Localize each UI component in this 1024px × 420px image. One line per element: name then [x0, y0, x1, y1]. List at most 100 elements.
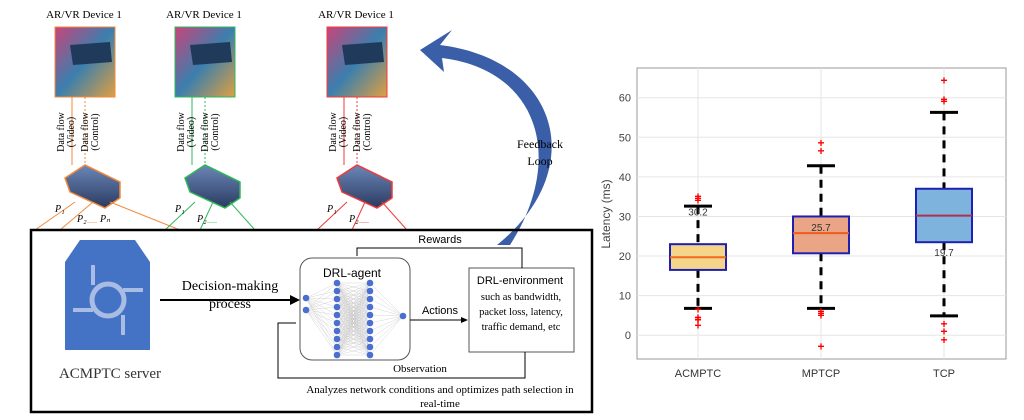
- nn-node: [366, 295, 374, 303]
- nn-edge: [336, 314, 371, 356]
- actions-label: Actions: [422, 305, 459, 317]
- rewards-label: Rewards: [418, 234, 462, 246]
- outlier-marker: +: [694, 312, 701, 326]
- outlier-marker: +: [694, 194, 701, 208]
- env-line: such as bandwidth,: [481, 292, 561, 303]
- nn-edge: [305, 309, 338, 324]
- data-flow-label: Data flow: [352, 111, 363, 151]
- network-switch-icon: [336, 164, 393, 209]
- nn-node: [366, 327, 374, 335]
- nn-edge: [336, 282, 371, 356]
- nn-node: [333, 303, 341, 311]
- nn-edge: [336, 298, 371, 356]
- nn-edge: [369, 306, 404, 317]
- path-ellipsis: .....: [87, 216, 97, 225]
- acmptc-system-box: [29, 228, 594, 414]
- path-ellipsis: .....: [207, 216, 217, 225]
- nn-edge: [369, 315, 404, 332]
- feedback-loop-arrow: [420, 30, 552, 245]
- outlier-marker: +: [694, 313, 701, 327]
- nn-edge: [336, 330, 371, 356]
- y-tick-label: 10: [619, 291, 631, 303]
- nn-node: [366, 343, 374, 351]
- data-flow-label: (Control): [362, 113, 373, 150]
- nn-edge: [336, 282, 371, 332]
- data-flow-label: (Control): [90, 113, 101, 150]
- nn-edge: [336, 282, 371, 324]
- nn-node: [333, 295, 341, 303]
- drl-environment-box: [468, 267, 575, 353]
- path-label: P₂: [76, 214, 87, 225]
- outlier-marker: +: [694, 192, 701, 206]
- nn-edge: [305, 309, 338, 348]
- nn-node: [333, 351, 341, 359]
- nn-edge: [336, 282, 371, 300]
- outlier-marker: +: [817, 306, 824, 320]
- neural-network-icon: [302, 279, 407, 359]
- nn-node: [333, 287, 341, 295]
- nn-edge: [305, 297, 338, 316]
- data-flow-label: (Video): [66, 117, 77, 148]
- nn-node: [333, 319, 341, 327]
- nn-edge: [369, 315, 404, 356]
- device-title: AR/VR Device 1: [46, 9, 122, 21]
- acmptc-server-icon: [65, 240, 150, 350]
- nn-edge: [305, 297, 338, 348]
- data-flow-label: (Video): [186, 117, 197, 148]
- nn-edge: [336, 338, 371, 356]
- rewards-arrow: [356, 247, 523, 268]
- box-annotation: 19.7: [934, 248, 954, 259]
- y-tick-label: 30: [619, 211, 631, 223]
- nn-edge: [369, 282, 404, 317]
- outlier-marker: +: [940, 325, 947, 339]
- path-arrow: [229, 201, 256, 231]
- nn-edge: [305, 306, 338, 311]
- feedback-label-1: Feedback: [517, 137, 563, 151]
- data-flow-label: Data flow: [56, 111, 67, 151]
- feedback-label-2: Loop: [527, 154, 552, 168]
- outlier-marker: +: [940, 333, 947, 347]
- server-label: ACMPTC server: [59, 366, 161, 382]
- nn-edge: [305, 297, 338, 308]
- nn-edge: [305, 309, 338, 332]
- nn-edge: [305, 309, 338, 340]
- data-flow-label: Data flow: [200, 111, 211, 151]
- nn-edge: [305, 282, 338, 311]
- data-flow-label: Data flow: [328, 111, 339, 151]
- path-arrow: [199, 201, 214, 231]
- outlier-marker: +: [694, 190, 701, 204]
- path-label: P₂: [348, 214, 359, 225]
- path-label: P₁: [54, 204, 65, 215]
- y-tick-label: 40: [619, 172, 631, 184]
- path-arrow: [351, 201, 366, 231]
- path-ellipsis: .....: [359, 216, 369, 225]
- nn-node: [333, 343, 341, 351]
- outlier-marker: +: [940, 74, 947, 88]
- y-tick-label: 60: [619, 93, 631, 105]
- nn-node: [366, 311, 374, 319]
- nn-node: [333, 327, 341, 335]
- nn-edge: [336, 282, 371, 316]
- nn-node: [366, 279, 374, 287]
- path-label: P₁: [174, 204, 185, 215]
- nn-node: [366, 351, 374, 359]
- nn-edge: [305, 298, 338, 311]
- nn-edge: [305, 297, 338, 356]
- env-line: packet loss, latency,: [479, 307, 563, 318]
- path-label: P₁: [326, 204, 337, 215]
- nn-edge: [369, 298, 404, 317]
- nn-node: [302, 294, 310, 302]
- env-title: DRL-environment: [477, 275, 563, 287]
- path-label: Pₙ: [99, 214, 111, 225]
- vr-headset-icon: [342, 42, 384, 65]
- nn-edge: [305, 297, 338, 300]
- path-arrow: [316, 201, 348, 231]
- nn-edge: [305, 309, 338, 356]
- nn-edge: [369, 315, 404, 348]
- nn-edge: [336, 290, 371, 356]
- path-arrow: [109, 201, 181, 231]
- path-arrow: [381, 201, 408, 231]
